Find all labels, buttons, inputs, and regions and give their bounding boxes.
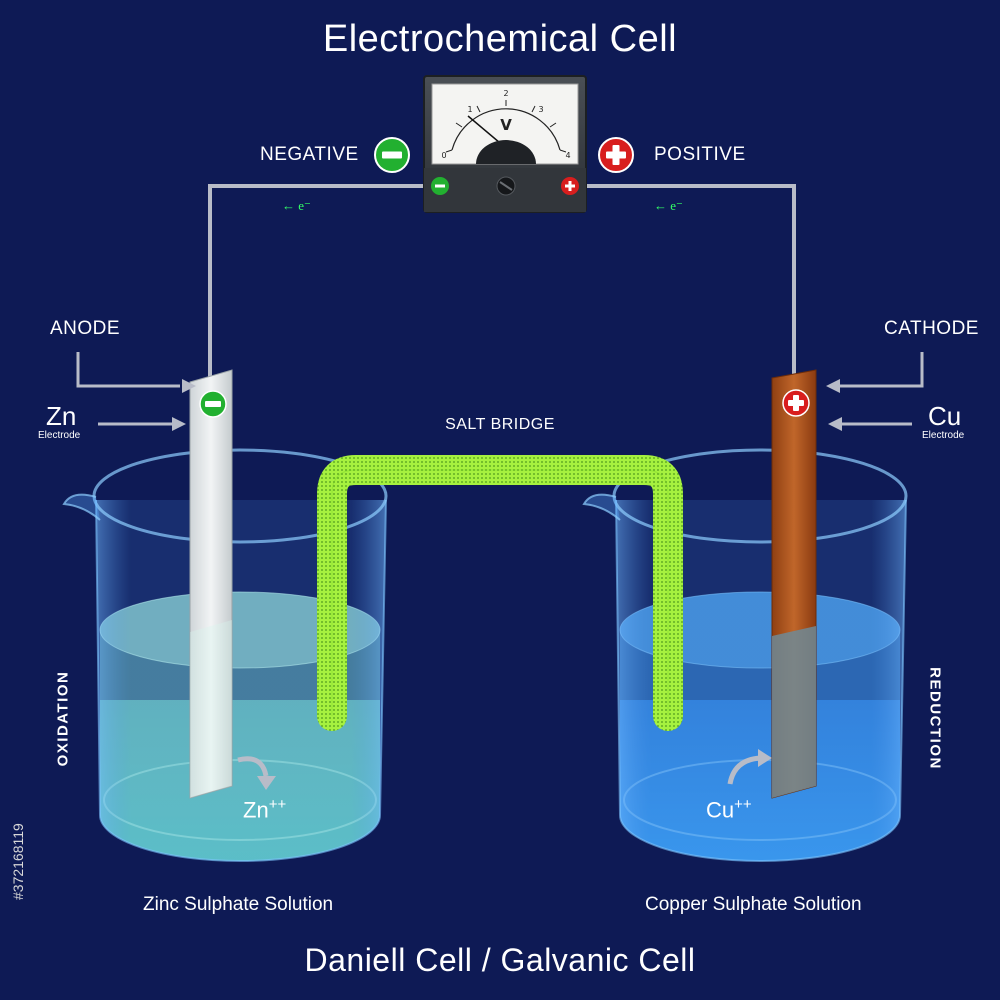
cu-ion-symbol: Cu [706,797,735,823]
copper-positive-icon [782,389,810,417]
stock-id: #372168119 [10,823,26,900]
zinc-solution-label: Zinc Sulphate Solution [143,894,334,915]
cu-ion-charge: ++ [734,796,752,813]
cu-ion-label: Cu++ [706,796,752,823]
reduction-label: REDUCTION [926,667,944,770]
negative-label: NEGATIVE [260,144,359,165]
cathode-label: CATHODE [884,318,979,339]
zinc-electrode [189,369,233,799]
anode-label: ANODE [50,318,121,339]
zn-symbol: Zn [46,401,77,431]
copper-electrode [771,369,817,799]
footer-title: Daniell Cell / Galvanic Cell [304,942,696,978]
electron-flow-right: ← e⁻ [654,198,683,213]
voltmeter-unit: V [500,116,512,134]
voltmeter [423,75,587,213]
page-title: Electrochemical Cell [322,18,678,60]
cu-electrode-label: Electrode [922,430,965,441]
zn-pointer-arrow [98,417,186,431]
zn-ion-label: Zn++ [243,796,286,823]
scale-tick-label: 2 [503,89,508,98]
salt-bridge-label: SALT BRIDGE [445,416,555,433]
oxidation-label: OXIDATION [54,670,72,767]
scale-tick-label: 3 [538,105,543,114]
scale-tick-label: 1 [467,105,472,114]
zn-ion-symbol: Zn [243,797,269,823]
cathode-pointer-arrow [826,352,924,393]
scale-tick-label: 4 [565,151,570,160]
scale-tick-label: 0 [441,151,446,160]
electron-flow-left: ← e⁻ [282,198,311,213]
zn-ion-charge: ++ [268,796,287,813]
negative-terminal-icon [374,137,410,173]
cu-pointer-arrow [828,417,912,431]
voltmeter-scale: 0 1 2 3 4 V [441,89,570,160]
cu-ion-deposit-arrow [727,749,772,785]
positive-terminal-icon [598,137,634,173]
left-beaker [62,448,388,862]
copper-solution-label: Copper Sulphate Solution [645,894,862,915]
zn-ion-release-arrow [237,756,276,790]
right-beaker [582,448,908,862]
zn-electrode-label: Electrode [38,430,81,441]
zinc-negative-icon [199,390,227,418]
salt-bridge [317,455,683,731]
circuit-wire [208,184,796,378]
cu-symbol: Cu [928,401,962,431]
anode-pointer-arrow [76,352,196,393]
positive-label: POSITIVE [654,144,746,165]
